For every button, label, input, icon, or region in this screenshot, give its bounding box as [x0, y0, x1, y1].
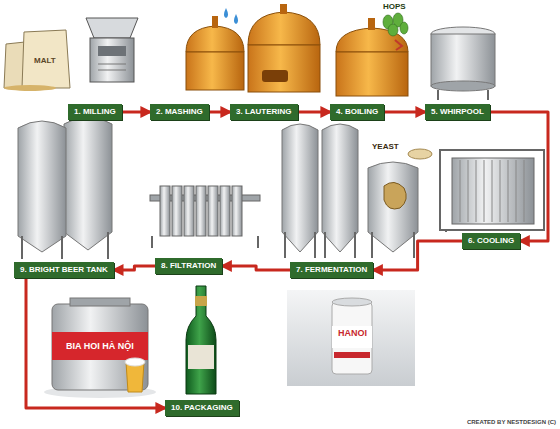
step-label: 4. BOILING	[336, 107, 378, 116]
step-banner: 2. MASHING	[150, 104, 209, 120]
flow-arrow	[373, 241, 462, 270]
step-banner: 3. LAUTERING	[230, 104, 298, 120]
step-label: 3. LAUTERING	[236, 107, 292, 116]
picture-label: MALT	[34, 56, 56, 65]
picture-label: YEAST	[372, 142, 399, 151]
picture-label: HANOI	[338, 328, 367, 338]
flow-arrow	[122, 111, 150, 114]
step-label: 6. COOLING	[468, 236, 514, 245]
step-banner: 6. COOLING	[462, 233, 520, 249]
step-banner: 10. PACKAGING	[165, 400, 239, 416]
step-banner: 7. FERMENTATION	[290, 262, 373, 278]
step-label: 9. BRIGHT BEER TANK	[20, 265, 108, 274]
flow-arrow	[222, 266, 290, 270]
step-label: 10. PACKAGING	[171, 403, 233, 412]
step-label: 7. FERMENTATION	[296, 265, 367, 274]
flow-arrow	[114, 266, 155, 270]
flow-arrow	[209, 111, 230, 114]
step-banner: 8. FILTRATION	[155, 258, 222, 274]
flow-arrow	[26, 278, 165, 408]
step-label: 5. WHIRPOOL	[431, 107, 484, 116]
step-banner: 9. BRIGHT BEER TANK	[14, 262, 114, 278]
flow-arrow	[298, 111, 330, 114]
picture-label: BIA HOI HÀ NỘI	[66, 341, 134, 351]
step-banner: 5. WHIRPOOL	[425, 104, 490, 120]
flow-arrow	[490, 112, 548, 241]
step-label: 8. FILTRATION	[161, 261, 216, 270]
step-banner: 4. BOILING	[330, 104, 384, 120]
step-label: 1. MILLING	[74, 107, 116, 116]
picture-label: CREATED BY NESTDESIGN (C)	[467, 419, 556, 425]
flow-arrow	[384, 111, 425, 114]
picture-label: HOPS	[383, 2, 406, 11]
step-label: 2. MASHING	[156, 107, 203, 116]
step-banner: 1. MILLING	[68, 104, 122, 120]
